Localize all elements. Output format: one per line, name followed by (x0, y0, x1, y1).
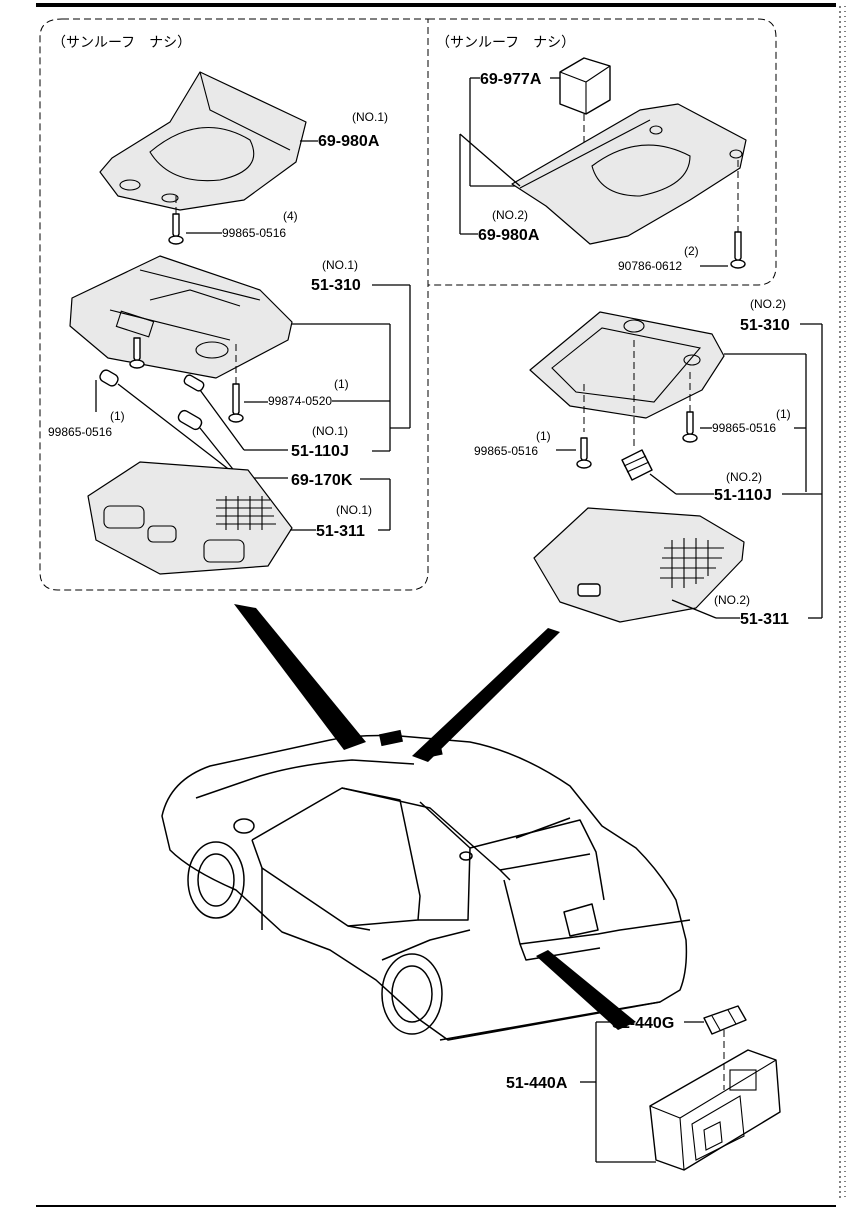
callout-69-980A-no1: 69-980A (318, 133, 380, 150)
callout-99865-0516-d: 99865-0516 (474, 444, 538, 458)
pointer-rear (536, 950, 636, 1030)
bulb-51-110J-no2-part (621, 340, 653, 481)
group-box-right (428, 18, 777, 286)
housing-51-310-no2-part (529, 311, 725, 419)
callout-51-310-no1: 51-310 (311, 277, 361, 294)
callout-99865-0516-c: 99865-0516 (712, 421, 776, 435)
callout-51-310-no1-qual: (NO.1) (322, 258, 358, 272)
bracket-69-980A-no1-part (99, 71, 307, 211)
lens-51-311-no1-part (87, 461, 293, 575)
left-group-header: （サンルーフ ナシ） (52, 34, 191, 50)
lens-51-311-no2-part (533, 507, 745, 623)
callout-51-311-no1-qual: (NO.1) (336, 503, 372, 517)
pointer-left (234, 604, 366, 750)
callout-99865-0516-b-qty: (1) (110, 409, 125, 423)
right-edge-strip (839, 6, 846, 1200)
callout-51-440G: 51-440G (612, 1015, 674, 1032)
group-box-left (39, 18, 429, 591)
callout-99865-0516-a: 99865-0516 (222, 226, 286, 240)
callout-51-311-no2: 51-311 (740, 611, 789, 628)
callout-51-440A: 51-440A (506, 1075, 568, 1092)
pointer-right (412, 628, 560, 762)
roof-lamp-mark-rear (427, 746, 443, 758)
callout-69-980A-no2-qual: (NO.2) (492, 208, 528, 222)
lamp-51-440A-part (649, 1049, 781, 1171)
callout-51-110J-no1-qual: (NO.1) (312, 424, 348, 438)
callout-69-980A-no1-qual: (NO.1) (352, 110, 388, 124)
screw-90786-0612-part (730, 160, 746, 269)
callout-99865-0516-d-qty: (1) (536, 429, 551, 443)
callout-69-170K: 69-170K (291, 472, 353, 489)
roof-lamp-mark-front (378, 729, 404, 747)
callout-51-110J-no2-qual: (NO.2) (726, 470, 762, 484)
callout-51-110J-no1: 51-110J (291, 443, 349, 460)
screw-99865-0516-a-part (168, 196, 184, 245)
bulb-51-440G-part (703, 1005, 747, 1090)
screw-99874-0520-part (228, 344, 244, 423)
screw-99865-0516-d-part (576, 384, 592, 469)
callout-51-310-no2: 51-310 (740, 317, 790, 334)
callout-99865-0516-b: 99865-0516 (48, 425, 112, 439)
callout-99865-0516-c-qty: (1) (776, 407, 791, 421)
right-group-header: （サンルーフ ナシ） (436, 34, 575, 50)
housing-51-310-no1-part (69, 255, 293, 379)
screw-99865-0516-b-part (129, 337, 145, 369)
callout-99874-0520-qty: (1) (334, 377, 349, 391)
screw-99865-0516-c-part (682, 372, 698, 443)
pad-69-977A-part (559, 57, 611, 115)
callout-51-310-no2-qual: (NO.2) (750, 297, 786, 311)
callout-51-311-no1: 51-311 (316, 523, 365, 540)
callout-69-980A-no2: 69-980A (478, 227, 540, 244)
callout-51-311-no2-qual: (NO.2) (714, 593, 750, 607)
callout-90786-0612-qty: (2) (684, 244, 699, 258)
bulb-51-110J-no1-part (99, 369, 205, 431)
callout-69-977A: 69-977A (480, 71, 542, 88)
callout-99874-0520: 99874-0520 (268, 394, 332, 408)
callout-90786-0612: 90786-0612 (618, 259, 682, 273)
vehicle-outline (161, 734, 691, 1041)
bracket-69-980A-no2-part (511, 103, 747, 245)
callout-51-110J-no2: 51-110J (714, 487, 772, 504)
callout-99865-0516-a-qty: (4) (283, 209, 298, 223)
